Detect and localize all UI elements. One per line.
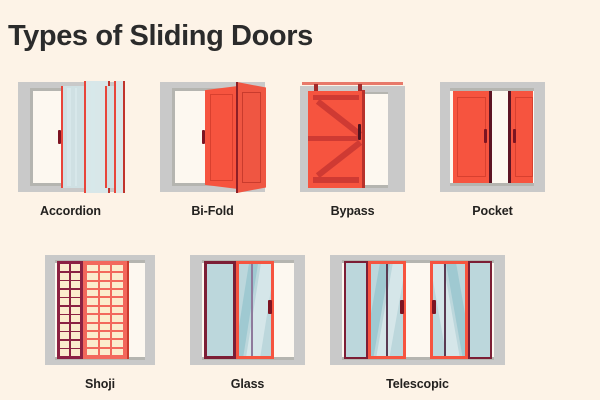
bypass-sliding-panel: [308, 91, 364, 188]
glass-highlight: [67, 88, 71, 186]
door-handle[interactable]: [202, 130, 205, 144]
bifold-panel-left: [205, 86, 238, 189]
glass-highlight: [91, 83, 95, 191]
door-illustration-glass: Glass: [190, 255, 305, 391]
glass-mullion: [386, 264, 388, 356]
door-handle-right[interactable]: [513, 129, 516, 143]
bypass-brace-middle: [308, 136, 358, 141]
shoji-panel-edge: [127, 261, 129, 359]
glass-surface: [207, 264, 233, 356]
bypass-hanger-left: [314, 84, 318, 92]
door-jamb-bottom: [450, 183, 534, 186]
bypass-brace-top: [313, 95, 359, 100]
door-handle-right[interactable]: [432, 300, 436, 314]
bypass-brace-diagonal-upper: [315, 99, 363, 137]
glass-surface: [433, 264, 465, 356]
door-illustration-pocket: Pocket: [440, 82, 545, 218]
telescopic-pane-left-sliding: [368, 261, 406, 359]
glass-mullion: [251, 264, 253, 356]
door-handle[interactable]: [358, 124, 361, 140]
door-label-accordion: Accordion: [40, 204, 101, 218]
glass-surface: [346, 263, 366, 357]
bypass-top-rail: [302, 82, 403, 85]
telescopic-pane-right-fixed: [468, 261, 492, 359]
pocket-panel-left-edge: [489, 91, 492, 183]
door-illustration-bifold: Bi-Fold: [160, 82, 266, 218]
panel-inset-detail: [210, 94, 233, 181]
door-label-pocket: Pocket: [472, 204, 513, 218]
telescopic-pane-right-sliding: [430, 261, 468, 359]
panel-inset-detail: [242, 92, 261, 183]
door-jamb-left: [30, 88, 33, 186]
door-label-bypass: Bypass: [330, 204, 375, 218]
glass-pane-sliding: [236, 261, 274, 359]
bypass-door: [300, 82, 405, 192]
door-illustration-bypass: Bypass: [300, 82, 405, 218]
door-label-glass: Glass: [230, 377, 265, 391]
panel-inset-detail: [457, 97, 486, 177]
accordion-door: [18, 81, 125, 193]
door-label-telescopic: Telescopic: [386, 377, 449, 391]
door-jamb-top: [342, 260, 494, 263]
shoji-lattice-left: [60, 264, 80, 356]
panel-inset-detail: [515, 97, 533, 177]
glass-highlight: [75, 88, 77, 186]
bifold-door: [160, 82, 266, 193]
shoji-lattice-right: [87, 265, 123, 355]
pocket-panel-left: [453, 91, 489, 183]
door-jamb-bottom: [342, 357, 494, 360]
pocket-door: [440, 82, 545, 192]
door-handle[interactable]: [58, 130, 61, 144]
bypass-hanger-right: [358, 84, 362, 92]
bypass-brace-bottom: [313, 177, 359, 183]
door-label-shoji: Shoji: [84, 377, 116, 391]
glass-mullion: [444, 264, 446, 356]
door-label-bifold: Bi-Fold: [191, 204, 234, 218]
telescopic-pane-left-fixed: [344, 261, 368, 359]
glass-surface: [239, 264, 271, 356]
accordion-leaf-4: [114, 81, 125, 193]
glass-pane-fixed: [204, 261, 236, 359]
door-illustration-telescopic: Telescopic: [330, 255, 505, 391]
shoji-door: [45, 255, 155, 365]
door-jamb-left: [172, 88, 175, 186]
door-handle-left[interactable]: [484, 129, 487, 143]
page-title: Types of Sliding Doors: [8, 20, 313, 52]
door-jamb-top: [450, 88, 534, 91]
bifold-panel-right: [237, 82, 266, 193]
shoji-panel-right: [83, 261, 127, 359]
door-handle-left[interactable]: [400, 300, 404, 314]
telescopic-door: [330, 255, 505, 365]
door-illustration-accordion: Accordion: [18, 81, 125, 218]
door-illustration-shoji: Shoji: [45, 255, 155, 391]
glass-surface: [470, 263, 490, 357]
bifold-hinge-line: [236, 82, 238, 193]
pocket-panel-right-edge: [508, 91, 511, 183]
bypass-panel-edge: [362, 90, 365, 188]
door-handle[interactable]: [268, 300, 272, 314]
glass-door: [190, 255, 305, 365]
bypass-brace-diagonal-lower: [315, 140, 363, 178]
shoji-panel-left: [57, 261, 83, 359]
